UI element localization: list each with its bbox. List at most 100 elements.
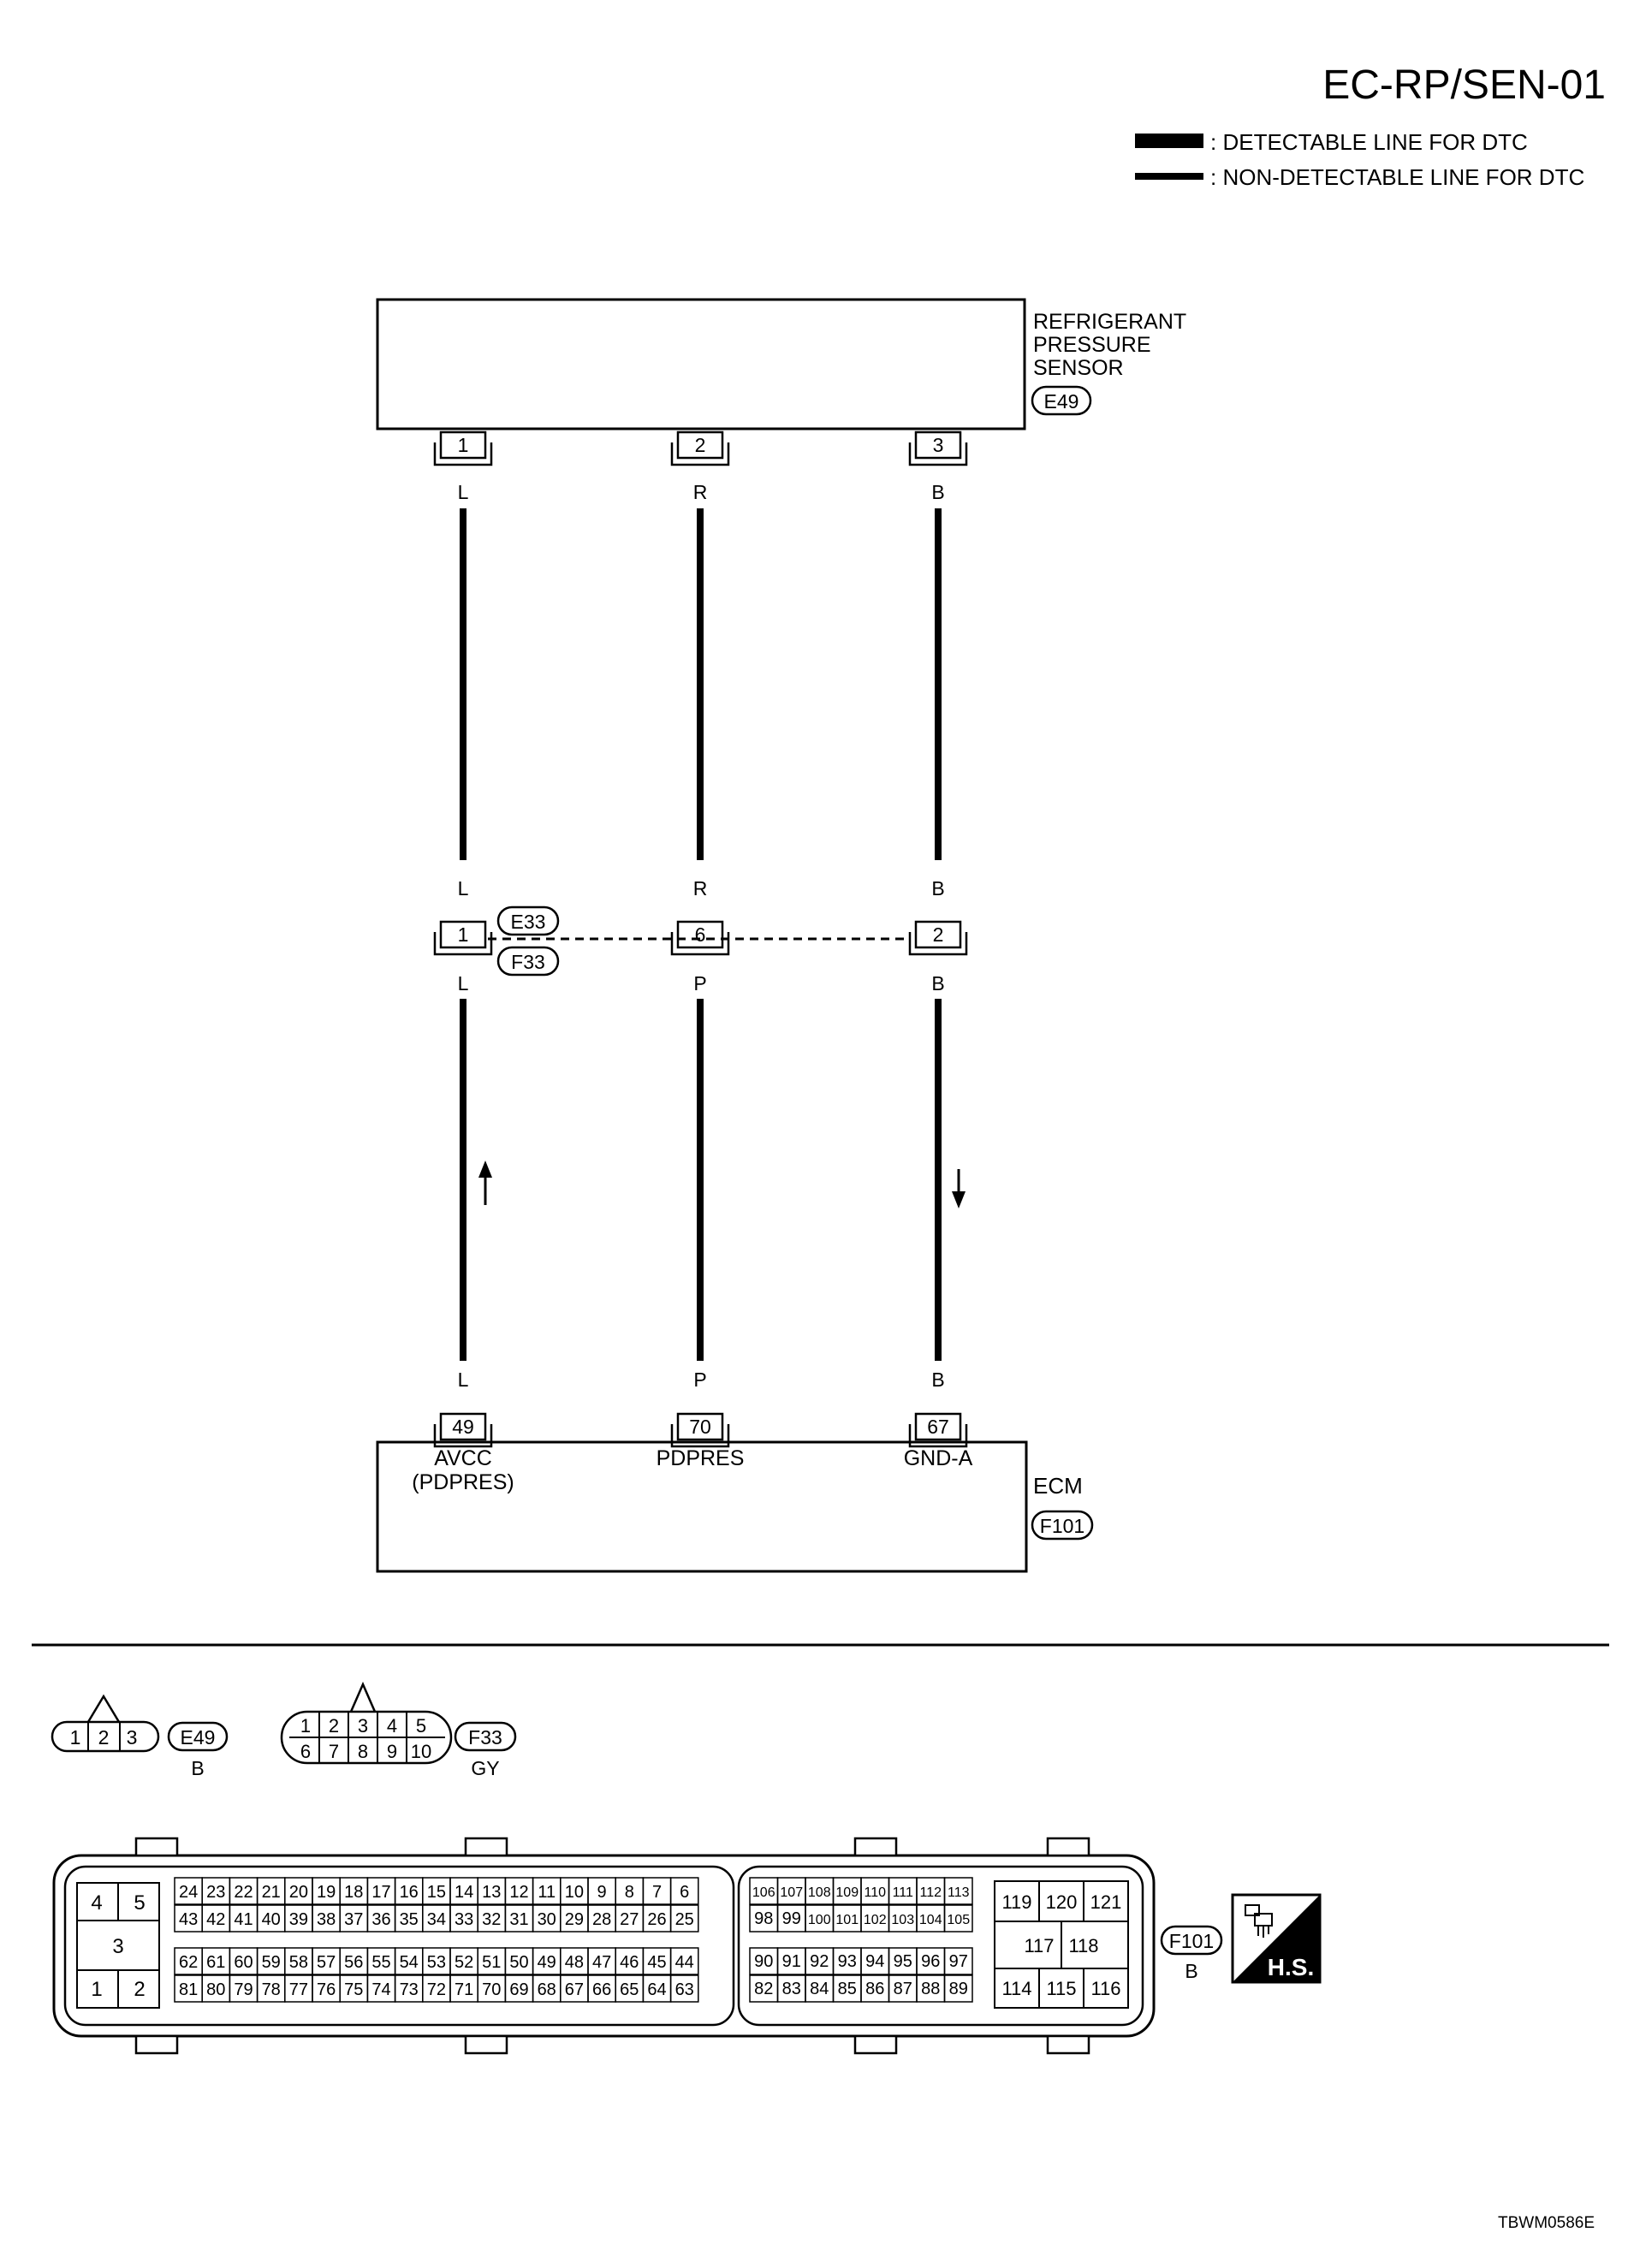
f101-bottom-tab — [134, 2034, 179, 2055]
f33-key-triangle — [349, 1681, 377, 1713]
joint-top-connector-badge — [496, 905, 560, 936]
f101-pin: 101 — [835, 1913, 859, 1927]
wire-color-label: L — [458, 877, 469, 899]
f101-pin: 8 — [625, 1883, 634, 1902]
wire-color-label: L — [458, 1369, 469, 1391]
f101-pin: 89 — [949, 1980, 968, 1998]
e49-pin: 2 — [98, 1726, 110, 1748]
joint-bottom-connector-badge — [496, 946, 560, 977]
f33-pin: 1 — [300, 1715, 311, 1737]
f101-pin: 90 — [754, 1952, 773, 1971]
f101-pin: 74 — [371, 1980, 390, 1999]
f101-pin: 109 — [835, 1885, 859, 1900]
f101-pin: 59 — [262, 1953, 281, 1972]
f101-pin: 92 — [810, 1952, 829, 1971]
f101-pin: 37 — [344, 1910, 363, 1929]
f101-pin: 82 — [754, 1980, 773, 1998]
f101-pin: 65 — [620, 1980, 639, 1999]
e49-view-badge — [167, 1721, 229, 1752]
ecm-terminal-label: (PDPRES) — [412, 1470, 514, 1494]
legend: : DETECTABLE LINE FOR DTC : NON-DETECTAB… — [1135, 129, 1584, 190]
f101-far-block — [994, 1880, 1129, 2009]
f101-pin: 75 — [344, 1980, 363, 1999]
f33-pin: 10 — [411, 1741, 431, 1762]
f101-pin: 87 — [894, 1980, 912, 1998]
f101-pin: 81 — [179, 1980, 198, 1999]
hs-badge-label: H.S. — [1268, 1954, 1314, 1980]
ecm-name: ECM — [1033, 1473, 1083, 1499]
e49-pin: 3 — [127, 1726, 138, 1748]
f101-pin: 108 — [808, 1885, 831, 1900]
f33-pin: 5 — [416, 1715, 426, 1737]
ecm-pin: 67 — [927, 1416, 949, 1438]
f101-pin: 117 — [1024, 1935, 1054, 1956]
f101-pin-cell — [669, 1974, 699, 2003]
f101-pin: 107 — [780, 1885, 803, 1900]
joint-pin-box — [676, 920, 724, 949]
f101-pin: 20 — [289, 1883, 308, 1902]
ecm-terminal-label: AVCC — [434, 1446, 492, 1470]
f101-pin: 35 — [400, 1910, 419, 1929]
f101-pin: 17 — [371, 1883, 390, 1902]
e49-connector-view: 1 2 3 E49 B — [51, 1694, 229, 1779]
f101-pin: 63 — [675, 1980, 694, 1999]
wire-color-label: P — [693, 1369, 706, 1391]
wire-color-label: L — [458, 972, 469, 994]
wire-color-label: R — [693, 481, 708, 503]
f101-pin: 69 — [509, 1980, 528, 1999]
f101-pin: 116 — [1090, 1978, 1120, 1999]
f101-pin: 55 — [371, 1953, 390, 1972]
f101-pin: 40 — [262, 1910, 281, 1929]
joint-pin-box — [914, 920, 962, 949]
f101-top-tab — [134, 1837, 179, 1857]
f101-pin: 13 — [482, 1883, 501, 1902]
f101-view-badge — [1160, 1925, 1223, 1956]
f33-pin: 9 — [387, 1741, 397, 1762]
f101-pin: 54 — [400, 1953, 419, 1972]
f33-view-color: GY — [471, 1757, 499, 1779]
f101-pin: 52 — [455, 1953, 473, 1972]
f101-pin: 57 — [317, 1953, 336, 1972]
sensor-pin-box — [439, 430, 487, 460]
e49-connector-outline — [51, 1720, 160, 1753]
f101-pin: 56 — [344, 1953, 363, 1972]
f101-pin: 31 — [509, 1910, 528, 1929]
sensor-pin-bracket — [670, 442, 730, 466]
f33-pin: 8 — [358, 1741, 368, 1762]
f101-pin: 49 — [538, 1953, 556, 1972]
f101-pin: 78 — [262, 1980, 281, 1999]
e49-view-id: E49 — [181, 1726, 216, 1748]
hs-badge-dark-triangle — [1233, 1895, 1320, 1982]
f101-pin: 85 — [838, 1980, 857, 1998]
f101-pin: 110 — [864, 1885, 886, 1900]
wire-color-label: B — [931, 972, 944, 994]
f101-pin: 68 — [538, 1980, 556, 1999]
legend-detectable-swatch — [1135, 134, 1203, 148]
f101-pin: 10 — [565, 1883, 584, 1902]
f101-pin: 53 — [427, 1953, 446, 1972]
f101-pin-cell — [669, 1947, 699, 1975]
f101-pin: 111 — [893, 1885, 913, 1900]
f101-pin: 7 — [652, 1883, 662, 1902]
legend-non-detectable-swatch — [1135, 173, 1203, 180]
f101-pin: 5 — [134, 1891, 145, 1915]
f101-inner-shell-right — [737, 1865, 1144, 2027]
f101-pin: 115 — [1046, 1978, 1076, 1999]
f101-pin: 16 — [400, 1883, 419, 1902]
f101-pin: 120 — [1046, 1891, 1078, 1913]
f101-pin: 15 — [427, 1883, 446, 1902]
f101-pin: 18 — [344, 1883, 363, 1902]
f101-pin: 1 — [91, 1978, 102, 2001]
f101-pin: 3 — [112, 1935, 123, 1958]
joint-pin-bracket — [433, 932, 493, 956]
sensor-pin: 1 — [458, 434, 469, 456]
f101-pin: 24 — [179, 1883, 198, 1902]
f101-pin: 28 — [592, 1910, 611, 1929]
f101-bottom-tab — [853, 2034, 898, 2055]
ecm-terminal-label: GND-A — [904, 1446, 973, 1470]
f101-pin: 80 — [206, 1980, 225, 1999]
sensor-connector-badge — [1031, 385, 1092, 416]
f101-pin: 97 — [949, 1952, 968, 1971]
